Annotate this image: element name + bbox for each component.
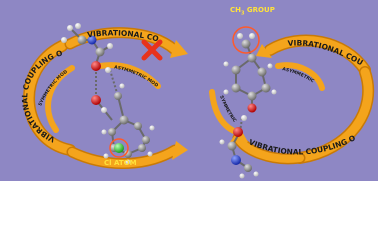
- carbon-atom: [134, 122, 142, 130]
- carbon-atom: [231, 83, 241, 93]
- arrow-left-inner: [45, 65, 75, 133]
- hydrogen-atom: [125, 159, 131, 165]
- oxygen-atom: [91, 61, 101, 71]
- carbon-atom: [261, 83, 271, 93]
- carbon-atom: [241, 39, 251, 49]
- hydrogen-atom: [241, 115, 247, 121]
- oxygen-atom: [91, 95, 101, 105]
- carbon-atom: [108, 128, 116, 136]
- hydrogen-atom: [75, 23, 81, 29]
- diagram-canvas: VIBRATIONAL COUPLING ON VIBRATIONAL COUP…: [0, 0, 375, 179]
- hydrogen-atom: [101, 107, 107, 113]
- carbon-atom: [142, 136, 150, 144]
- ch3-group-label: CH3 GROUP: [230, 6, 275, 16]
- carbon-atom: [247, 91, 257, 101]
- hydrogen-atom: [147, 151, 153, 157]
- coupling-arrows: [23, 27, 375, 170]
- hydrogen-atom: [249, 33, 255, 39]
- carbon-atom: [257, 67, 267, 77]
- hydrogen-atom: [237, 33, 243, 39]
- carbon-atom: [138, 144, 146, 152]
- carbon-atom: [114, 92, 122, 100]
- hydrogen-atom: [101, 129, 107, 135]
- carbon-atom: [244, 164, 252, 172]
- arrowhead-left-bottom: [172, 141, 188, 160]
- carbon-atom: [119, 115, 129, 125]
- ch3-group-label-prefix: CH: [230, 6, 241, 14]
- hydrogen-atom: [219, 139, 225, 145]
- nitrogen-atom: [87, 35, 97, 45]
- chlorine-atom: [114, 143, 124, 153]
- arrowhead-right-top: [256, 44, 272, 58]
- arrow-right-inner: [275, 62, 325, 91]
- ch3-group-label-subscript: 3: [241, 10, 245, 17]
- vibrational-coupling-diagram: VIBRATIONAL COUPLING ON VIBRATIONAL COUP…: [0, 0, 378, 181]
- carbon-atom: [124, 150, 132, 158]
- coupling-off-cross-icon: [141, 39, 163, 61]
- ch3-group-label-suffix: GROUP: [244, 6, 275, 14]
- carbon-atom: [231, 65, 241, 75]
- hydrogen-atom: [223, 61, 229, 67]
- hydrogen-atom: [119, 83, 125, 89]
- hydrogen-atom: [253, 171, 259, 177]
- ch3-group-highlight-ring: [232, 26, 260, 54]
- carbon-atom: [77, 35, 87, 45]
- hydrogen-atom: [223, 89, 229, 95]
- hydrogen-atom: [107, 43, 113, 49]
- oxygen-atom: [233, 127, 243, 137]
- nitrogen-atom: [231, 155, 241, 165]
- hydrogen-atom: [103, 153, 109, 159]
- carbon-atom: [247, 53, 257, 63]
- right-molecule-atoms: [219, 33, 277, 179]
- arrowhead-left-top: [170, 40, 188, 58]
- left-molecule-atoms: [61, 23, 155, 165]
- oxygen-atom: [247, 103, 257, 113]
- hydrogen-atom: [105, 67, 111, 73]
- carbon-atom: [95, 47, 105, 57]
- hydrogen-atom: [239, 173, 245, 179]
- hydrogen-atom: [271, 89, 277, 95]
- hydrogen-atom: [61, 37, 67, 43]
- hydrogen-atom: [149, 125, 155, 131]
- hydrogen-atom: [267, 63, 273, 69]
- cl-atom-label: Cl ATOM: [104, 159, 137, 167]
- hydrogen-atom: [67, 25, 73, 31]
- cl-atom-highlight-ring: [109, 138, 129, 158]
- carbon-atom: [227, 141, 237, 151]
